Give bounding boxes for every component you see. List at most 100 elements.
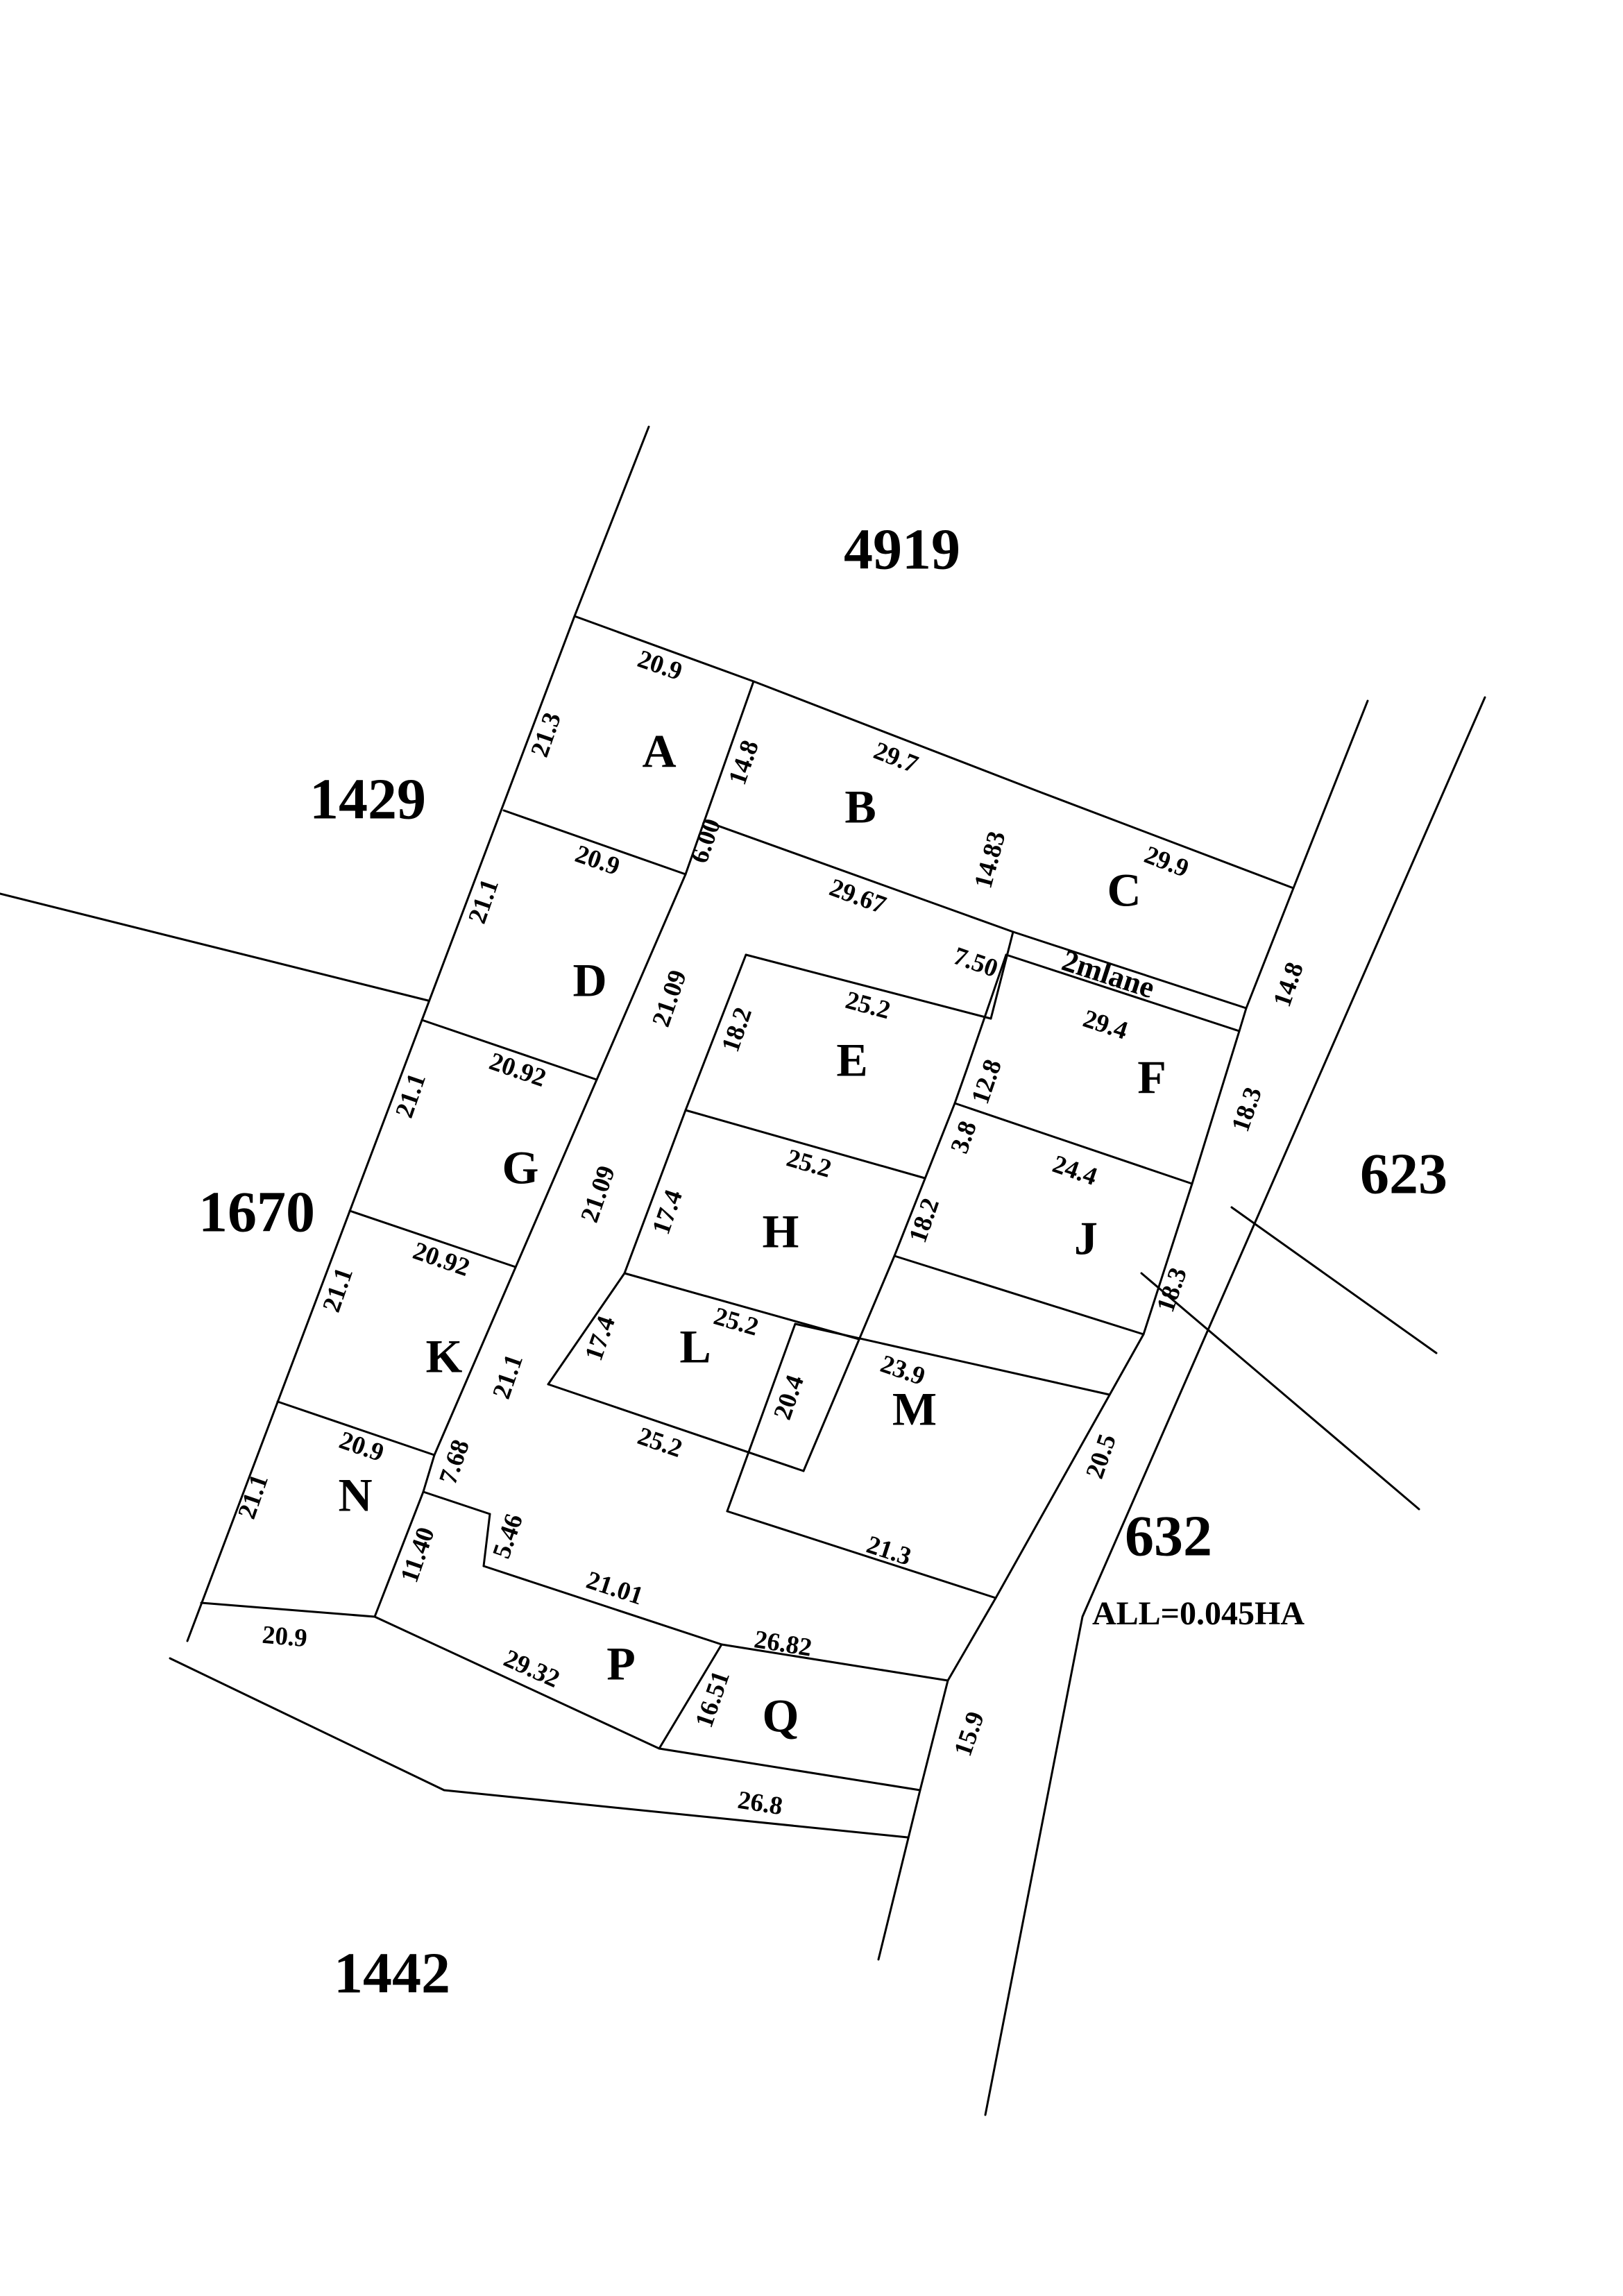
dimension-label: 6.00 xyxy=(685,815,726,867)
dimension-label: 16.51 xyxy=(690,1667,736,1731)
plot-letter-D: D xyxy=(572,954,606,1007)
dimension-label: 3.8 xyxy=(945,1117,983,1157)
dimension-label: 21.09 xyxy=(575,1162,621,1226)
m-west-line xyxy=(726,1323,797,1513)
row-a-d-line xyxy=(502,809,687,876)
dimension-label: 20.9 xyxy=(634,645,686,686)
dimension-label: 29.4 xyxy=(1080,1005,1131,1046)
plot-letter-E: E xyxy=(836,1034,867,1087)
dimension-label: 21.3 xyxy=(525,709,567,761)
dimension-label: 17.4 xyxy=(579,1313,621,1365)
a-b-edge-line xyxy=(684,680,755,876)
dimension-label: 18.2 xyxy=(716,1004,758,1056)
dimension-label: 20.92 xyxy=(486,1047,550,1093)
dimension-label: 18.2 xyxy=(903,1195,945,1247)
east-road-left-line xyxy=(877,699,1369,1961)
row-k-n-line xyxy=(276,1400,436,1456)
west-road-left-line xyxy=(373,873,687,1618)
area-annotation: ALL=0.045HA xyxy=(1092,1595,1305,1632)
dimension-label: 26.82 xyxy=(752,1625,814,1663)
p-bottom-line xyxy=(373,1615,661,1750)
dimension-label: 21.1 xyxy=(390,1070,432,1122)
row-g-k-line xyxy=(348,1209,517,1268)
dimension-label: 20.9 xyxy=(572,840,624,881)
dimension-label: 12.8 xyxy=(966,1056,1008,1108)
plot-letter-P: P xyxy=(606,1638,636,1690)
row-e-h-line xyxy=(684,1109,926,1180)
dimension-label: 15.9 xyxy=(949,1708,990,1760)
m-bottom-line xyxy=(726,1510,997,1599)
row-d-g-line xyxy=(420,1019,598,1081)
seg-7-50-line xyxy=(989,930,1014,1020)
dimension-label: 21.1 xyxy=(232,1471,274,1523)
plot-letter-C: C xyxy=(1107,864,1141,917)
plot-letter-N: N xyxy=(338,1469,372,1522)
dimension-label: 21.01 xyxy=(583,1566,647,1611)
branch-north-line xyxy=(1230,1206,1438,1354)
parcel-number-1670: 1670 xyxy=(198,1180,315,1244)
dimension-label: 20.5 xyxy=(1080,1431,1122,1483)
dimension-label: 29.67 xyxy=(826,874,890,920)
dimension-label: 24.4 xyxy=(1049,1150,1101,1191)
west-road-right-line xyxy=(547,953,747,1386)
b-bottom-line xyxy=(703,819,1014,933)
dimension-label: 20.9 xyxy=(261,1621,308,1653)
south-road-line-line xyxy=(169,1657,909,1839)
plot-letter-H: H xyxy=(763,1205,799,1258)
plot-letter-L: L xyxy=(679,1320,711,1373)
dimension-label: 21.1 xyxy=(463,876,504,928)
divider-1429-1670-line xyxy=(0,892,430,1002)
row-h-l-line xyxy=(623,1272,860,1341)
dimension-label: 14.83 xyxy=(969,828,1012,892)
dimension-label: 5.46 xyxy=(487,1511,529,1563)
parcel-number-1442: 1442 xyxy=(334,1941,450,2005)
q-bottom-line xyxy=(658,1747,921,1792)
p-top-line xyxy=(482,1565,723,1646)
dimension-label: 18.3 xyxy=(1151,1264,1193,1316)
left-boundary-line xyxy=(186,425,650,1642)
n-bottom-line xyxy=(200,1601,376,1618)
lane-north-line xyxy=(1012,930,1248,1010)
p-right-line xyxy=(658,1643,723,1750)
j-bottom-line xyxy=(893,1255,1145,1336)
parcel-number-1429: 1429 xyxy=(309,767,426,831)
e-top-line xyxy=(745,953,992,1020)
dimension-label: 25.2 xyxy=(711,1302,762,1341)
dimension-label: 7.50 xyxy=(950,942,1002,983)
l-bottom-line xyxy=(547,1383,805,1472)
dimension-label: 18.3 xyxy=(1226,1084,1268,1136)
seg-5-46-line xyxy=(482,1513,491,1567)
plot-letter-G: G xyxy=(502,1141,539,1194)
dimension-label: 21.1 xyxy=(487,1351,529,1403)
dimension-label: 23.9 xyxy=(877,1350,929,1391)
dimension-label: 21.3 xyxy=(863,1531,915,1572)
dimension-label: 14.8 xyxy=(723,737,765,789)
plot-letter-B: B xyxy=(844,781,876,833)
dimension-label: 14.8 xyxy=(1268,959,1309,1011)
branch-south-line xyxy=(1140,1272,1420,1511)
plot-letter-J: J xyxy=(1074,1212,1098,1265)
dimension-label: 11.40 xyxy=(396,1524,441,1586)
parcel-number-623: 623 xyxy=(1360,1141,1447,1206)
plot-letter-A: A xyxy=(642,725,676,778)
plot-letter-M: M xyxy=(892,1383,937,1436)
q-top-line xyxy=(720,1643,949,1682)
m-top-line xyxy=(794,1323,1111,1396)
dimension-label: 21.09 xyxy=(647,967,692,1030)
plot-letter-F: F xyxy=(1137,1051,1166,1104)
f-j-boundary-line xyxy=(953,1102,1193,1185)
lane-south-line xyxy=(1005,953,1241,1032)
dimension-label: 20.9 xyxy=(336,1426,388,1468)
east-road-right-line xyxy=(984,696,1486,2116)
plot-letter-Q: Q xyxy=(763,1690,799,1742)
dimension-label: 29.32 xyxy=(500,1644,564,1694)
road-stub-line xyxy=(422,1490,491,1515)
lane-label: 2mlane xyxy=(1058,943,1159,1005)
north-boundary-line xyxy=(573,615,1295,890)
parcel-number-632: 632 xyxy=(1125,1504,1212,1568)
dimension-label: 20.92 xyxy=(409,1236,473,1282)
parcel-number-4919: 4919 xyxy=(844,517,960,581)
dimension-label: 21.1 xyxy=(317,1264,359,1316)
